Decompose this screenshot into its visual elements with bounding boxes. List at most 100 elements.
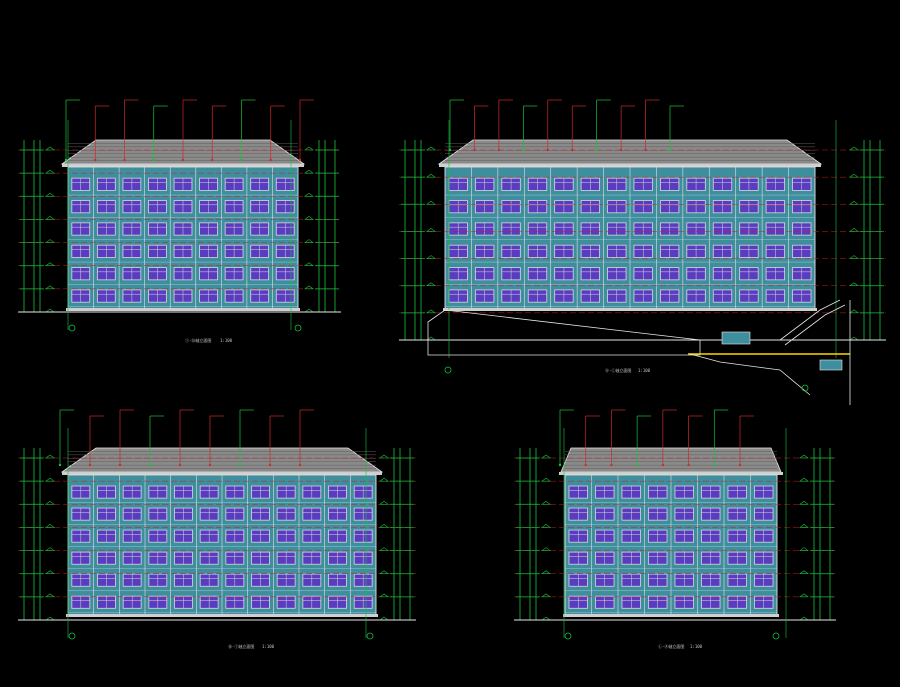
- level-marker: [849, 228, 859, 232]
- level-marker: [541, 477, 551, 482]
- level-marker: [304, 192, 314, 197]
- plinth: [66, 614, 378, 617]
- elevation-bottom-left-dimensions: [18, 428, 416, 638]
- level-marker: [304, 239, 314, 243]
- annotation-dot: [473, 148, 476, 152]
- axis-bubble: [564, 632, 572, 640]
- elevation-bottom-left-building: [60, 447, 384, 617]
- level-marker: [426, 309, 436, 314]
- level-marker: [799, 477, 809, 482]
- annotation-dot: [58, 463, 62, 467]
- level-marker: [304, 146, 314, 151]
- annotation-dot: [298, 158, 302, 162]
- level-marker: [799, 454, 809, 459]
- elevation-top-right-leaders: [448, 99, 684, 152]
- annotation-dot: [448, 148, 452, 152]
- axis-bubble: [366, 632, 374, 640]
- annotation-dot: [148, 463, 152, 467]
- level-marker: [799, 593, 809, 598]
- elevation-top-left-building: [60, 139, 306, 311]
- elevation-bottom-right-caption: Ⓛ-Ⓐ轴立面图: [658, 643, 684, 649]
- level-marker: [426, 173, 436, 178]
- elevation-bottom-left-caption: ⑩-①轴立面图: [228, 643, 254, 649]
- eave-band: [62, 164, 304, 167]
- level-marker: [45, 524, 55, 528]
- level-marker: [379, 477, 389, 482]
- elevation-bottom-right-dimensions: [514, 428, 836, 638]
- annotation-dot: [178, 463, 182, 467]
- annotation-dot: [571, 148, 574, 152]
- entrance-block: [721, 331, 751, 345]
- level-marker: [379, 500, 389, 505]
- annotation-dot: [118, 463, 122, 467]
- annotation-dot: [661, 463, 665, 467]
- elevation-top-left-caption: ①-⑩轴立面图: [185, 337, 211, 343]
- elevation-bottom-right-axis-bubbles: [564, 632, 780, 640]
- level-marker: [45, 285, 55, 290]
- annotation-dot: [738, 463, 742, 467]
- level-marker: [426, 282, 436, 287]
- annotation-dot: [584, 463, 587, 467]
- level-marker: [541, 570, 551, 575]
- elevation-top-right-caption: Ⓐ-Ⓛ轴立面图: [605, 367, 631, 373]
- annotation-dot: [644, 148, 647, 152]
- annotation-dot: [94, 158, 97, 162]
- level-marker: [45, 146, 55, 151]
- level-marker: [304, 262, 314, 267]
- axis-bubble: [68, 632, 76, 640]
- elevation-top-right-dimensions: [399, 120, 886, 358]
- annotation-dot: [240, 158, 243, 162]
- elevation-top-right-scale: 1:100: [638, 368, 651, 373]
- level-marker: [304, 285, 314, 290]
- annotation-dot: [610, 463, 613, 467]
- eave-band: [439, 164, 821, 167]
- level-marker: [426, 228, 436, 232]
- eave-band: [62, 472, 382, 475]
- annotation-dot: [558, 463, 562, 467]
- level-marker: [45, 216, 55, 220]
- level-marker: [45, 262, 55, 267]
- level-marker: [541, 593, 551, 598]
- exterior-stair-rail: [784, 304, 846, 346]
- annotation-dot: [238, 463, 242, 467]
- axis-bubble: [801, 384, 809, 392]
- eave-band: [559, 472, 783, 475]
- annotation-dot: [298, 463, 302, 467]
- level-marker: [45, 477, 55, 482]
- annotation-dot: [595, 148, 598, 152]
- level-marker: [799, 500, 809, 505]
- annotation-dot: [497, 148, 501, 152]
- annotation-dot: [211, 158, 214, 162]
- retaining-wall-outline: [689, 353, 811, 396]
- elevation-bottom-left-scale: 1:100: [262, 644, 275, 649]
- level-marker: [45, 547, 55, 551]
- level-marker: [799, 570, 809, 575]
- level-marker: [849, 282, 859, 287]
- level-marker: [379, 454, 389, 459]
- elevation-bottom-left-axis-bubbles: [68, 632, 374, 640]
- level-marker: [541, 500, 551, 505]
- level-marker: [379, 570, 389, 575]
- level-marker: [849, 200, 859, 205]
- level-marker: [541, 454, 551, 459]
- elevation-top-right-terrain: [427, 299, 851, 405]
- elevation-bottom-right-leaders: [558, 409, 754, 467]
- level-marker: [304, 216, 314, 220]
- level-marker: [426, 146, 436, 151]
- level-marker: [799, 524, 809, 528]
- level-marker: [799, 547, 809, 551]
- exterior-stair: [779, 299, 841, 341]
- level-marker: [45, 454, 55, 459]
- elevation-bottom-right: Ⓛ-Ⓐ轴立面图 1:100: [514, 409, 836, 649]
- axis-bubble: [772, 632, 780, 640]
- level-marker: [45, 239, 55, 243]
- level-marker: [45, 570, 55, 575]
- annotation-dot: [635, 463, 639, 467]
- lower-entrance-block: [819, 359, 843, 371]
- annotation-dot: [619, 148, 623, 152]
- annotation-dot: [546, 148, 549, 152]
- level-marker: [379, 593, 389, 598]
- level-marker: [541, 547, 551, 551]
